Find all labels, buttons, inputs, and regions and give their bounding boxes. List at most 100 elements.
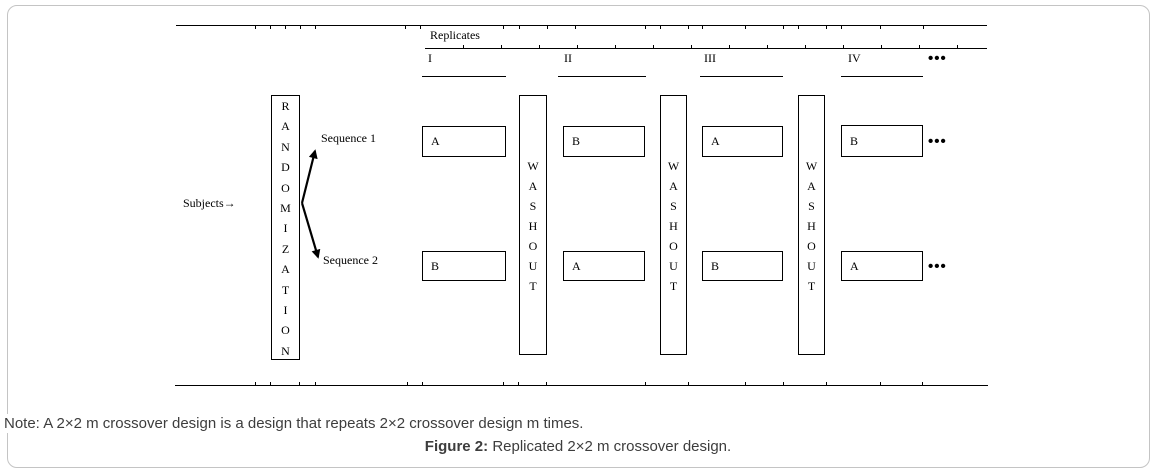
replicate-3-underline — [700, 76, 783, 78]
rule-tick — [783, 382, 784, 385]
subjects-label: Subjects→ — [183, 196, 236, 210]
rule-tick — [805, 45, 806, 48]
letter: O — [807, 239, 816, 253]
sequence-1-label: Sequence 1 — [321, 131, 376, 145]
treatment-box-rep4-seq2: A — [841, 251, 923, 281]
letter: N — [281, 139, 290, 154]
rule-tick — [547, 25, 548, 29]
arrow-to-sequence-2 — [300, 202, 321, 259]
replicate-header-3: III — [704, 51, 716, 65]
letter: I — [283, 221, 288, 236]
rule-tick — [745, 382, 746, 385]
treatment-box-rep3-seq2: B — [702, 251, 783, 281]
letter: H — [807, 219, 816, 233]
rule-tick — [881, 45, 882, 48]
rule-tick — [420, 25, 421, 29]
rule-tick — [923, 25, 924, 29]
letter: A — [528, 179, 538, 193]
treatment-box-rep3-seq1: A — [702, 126, 783, 157]
figure-caption: Figure 2: Replicated 2×2 m crossover des… — [0, 438, 1156, 455]
letter: S — [670, 199, 677, 213]
rule-tick — [702, 25, 703, 29]
replicate-header-2: II — [564, 51, 572, 65]
rule-tick — [688, 25, 689, 29]
letter: U — [669, 259, 678, 273]
letter: U — [528, 259, 538, 273]
letter: O — [528, 239, 538, 253]
letter: Z — [281, 241, 290, 256]
rule-tick — [843, 45, 844, 48]
rule-tick — [919, 45, 920, 48]
rule-tick — [285, 25, 286, 29]
rule-tick — [299, 382, 300, 385]
rule-tick — [826, 382, 827, 385]
letter: H — [528, 219, 538, 233]
rule-tick — [546, 382, 547, 385]
rule-tick — [922, 382, 923, 385]
replicates-label: Replicates — [430, 28, 480, 42]
letter: D — [281, 160, 290, 175]
rule-tick — [645, 25, 646, 29]
rule-tick — [688, 382, 689, 385]
note-text: Note: A 2×2 m crossover design is a desi… — [2, 414, 586, 433]
rule-tick — [645, 382, 646, 385]
figure-caption-label: Figure 2: — [424, 438, 489, 455]
letter: T — [281, 282, 290, 297]
letter: I — [283, 302, 288, 317]
replicate-1-underline — [422, 76, 506, 78]
rule-tick — [798, 25, 799, 29]
treatment-box-rep4-seq1: B — [841, 125, 923, 157]
replicates-underline-rule — [425, 48, 987, 50]
rule-tick — [539, 45, 540, 48]
letter: R — [281, 99, 290, 113]
treatment-box-rep2-seq1: B — [563, 126, 645, 157]
treatment-box-rep2-seq2: A — [563, 251, 645, 281]
rule-tick — [501, 45, 502, 48]
rule-tick — [880, 382, 881, 385]
rule-tick — [615, 45, 616, 48]
letter: U — [807, 259, 816, 273]
letter: W — [667, 159, 680, 173]
letter: A — [807, 179, 816, 193]
rule-tick — [577, 45, 578, 48]
rule-tick — [767, 45, 768, 48]
letter: S — [808, 199, 815, 213]
rule-tick — [729, 45, 730, 48]
rule-tick — [503, 382, 504, 385]
replicate-header-4: IV — [848, 51, 861, 65]
sequence-2-label: Sequence 2 — [323, 253, 378, 267]
rule-tick — [519, 25, 520, 29]
letter: W — [805, 159, 818, 173]
rule-tick — [826, 25, 827, 29]
rule-tick — [422, 382, 423, 385]
rule-tick — [653, 45, 654, 48]
letter: O — [281, 323, 290, 338]
rule-tick — [405, 25, 406, 29]
rule-tick — [691, 45, 692, 48]
rule-tick — [503, 25, 504, 29]
rule-tick — [575, 25, 576, 29]
rule-tick — [255, 25, 256, 29]
letter: A — [669, 179, 678, 193]
replicate-header-1: I — [428, 51, 432, 65]
rule-tick — [407, 382, 408, 385]
table-top-rule — [176, 25, 987, 27]
rule-tick — [270, 25, 271, 29]
rule-tick — [745, 25, 746, 29]
rule-tick — [957, 45, 958, 48]
table-bottom-rule — [175, 385, 988, 387]
letter: H — [669, 219, 678, 233]
rule-tick — [880, 25, 881, 29]
replicate-2-underline — [558, 76, 646, 78]
rule-tick — [270, 382, 271, 385]
rule-tick — [783, 25, 784, 29]
figure-caption-text: Replicated 2×2 m crossover design. — [492, 438, 732, 455]
letter: S — [529, 199, 537, 213]
treatment-box-rep1-seq2: B — [422, 251, 506, 281]
letter: N — [281, 343, 290, 358]
